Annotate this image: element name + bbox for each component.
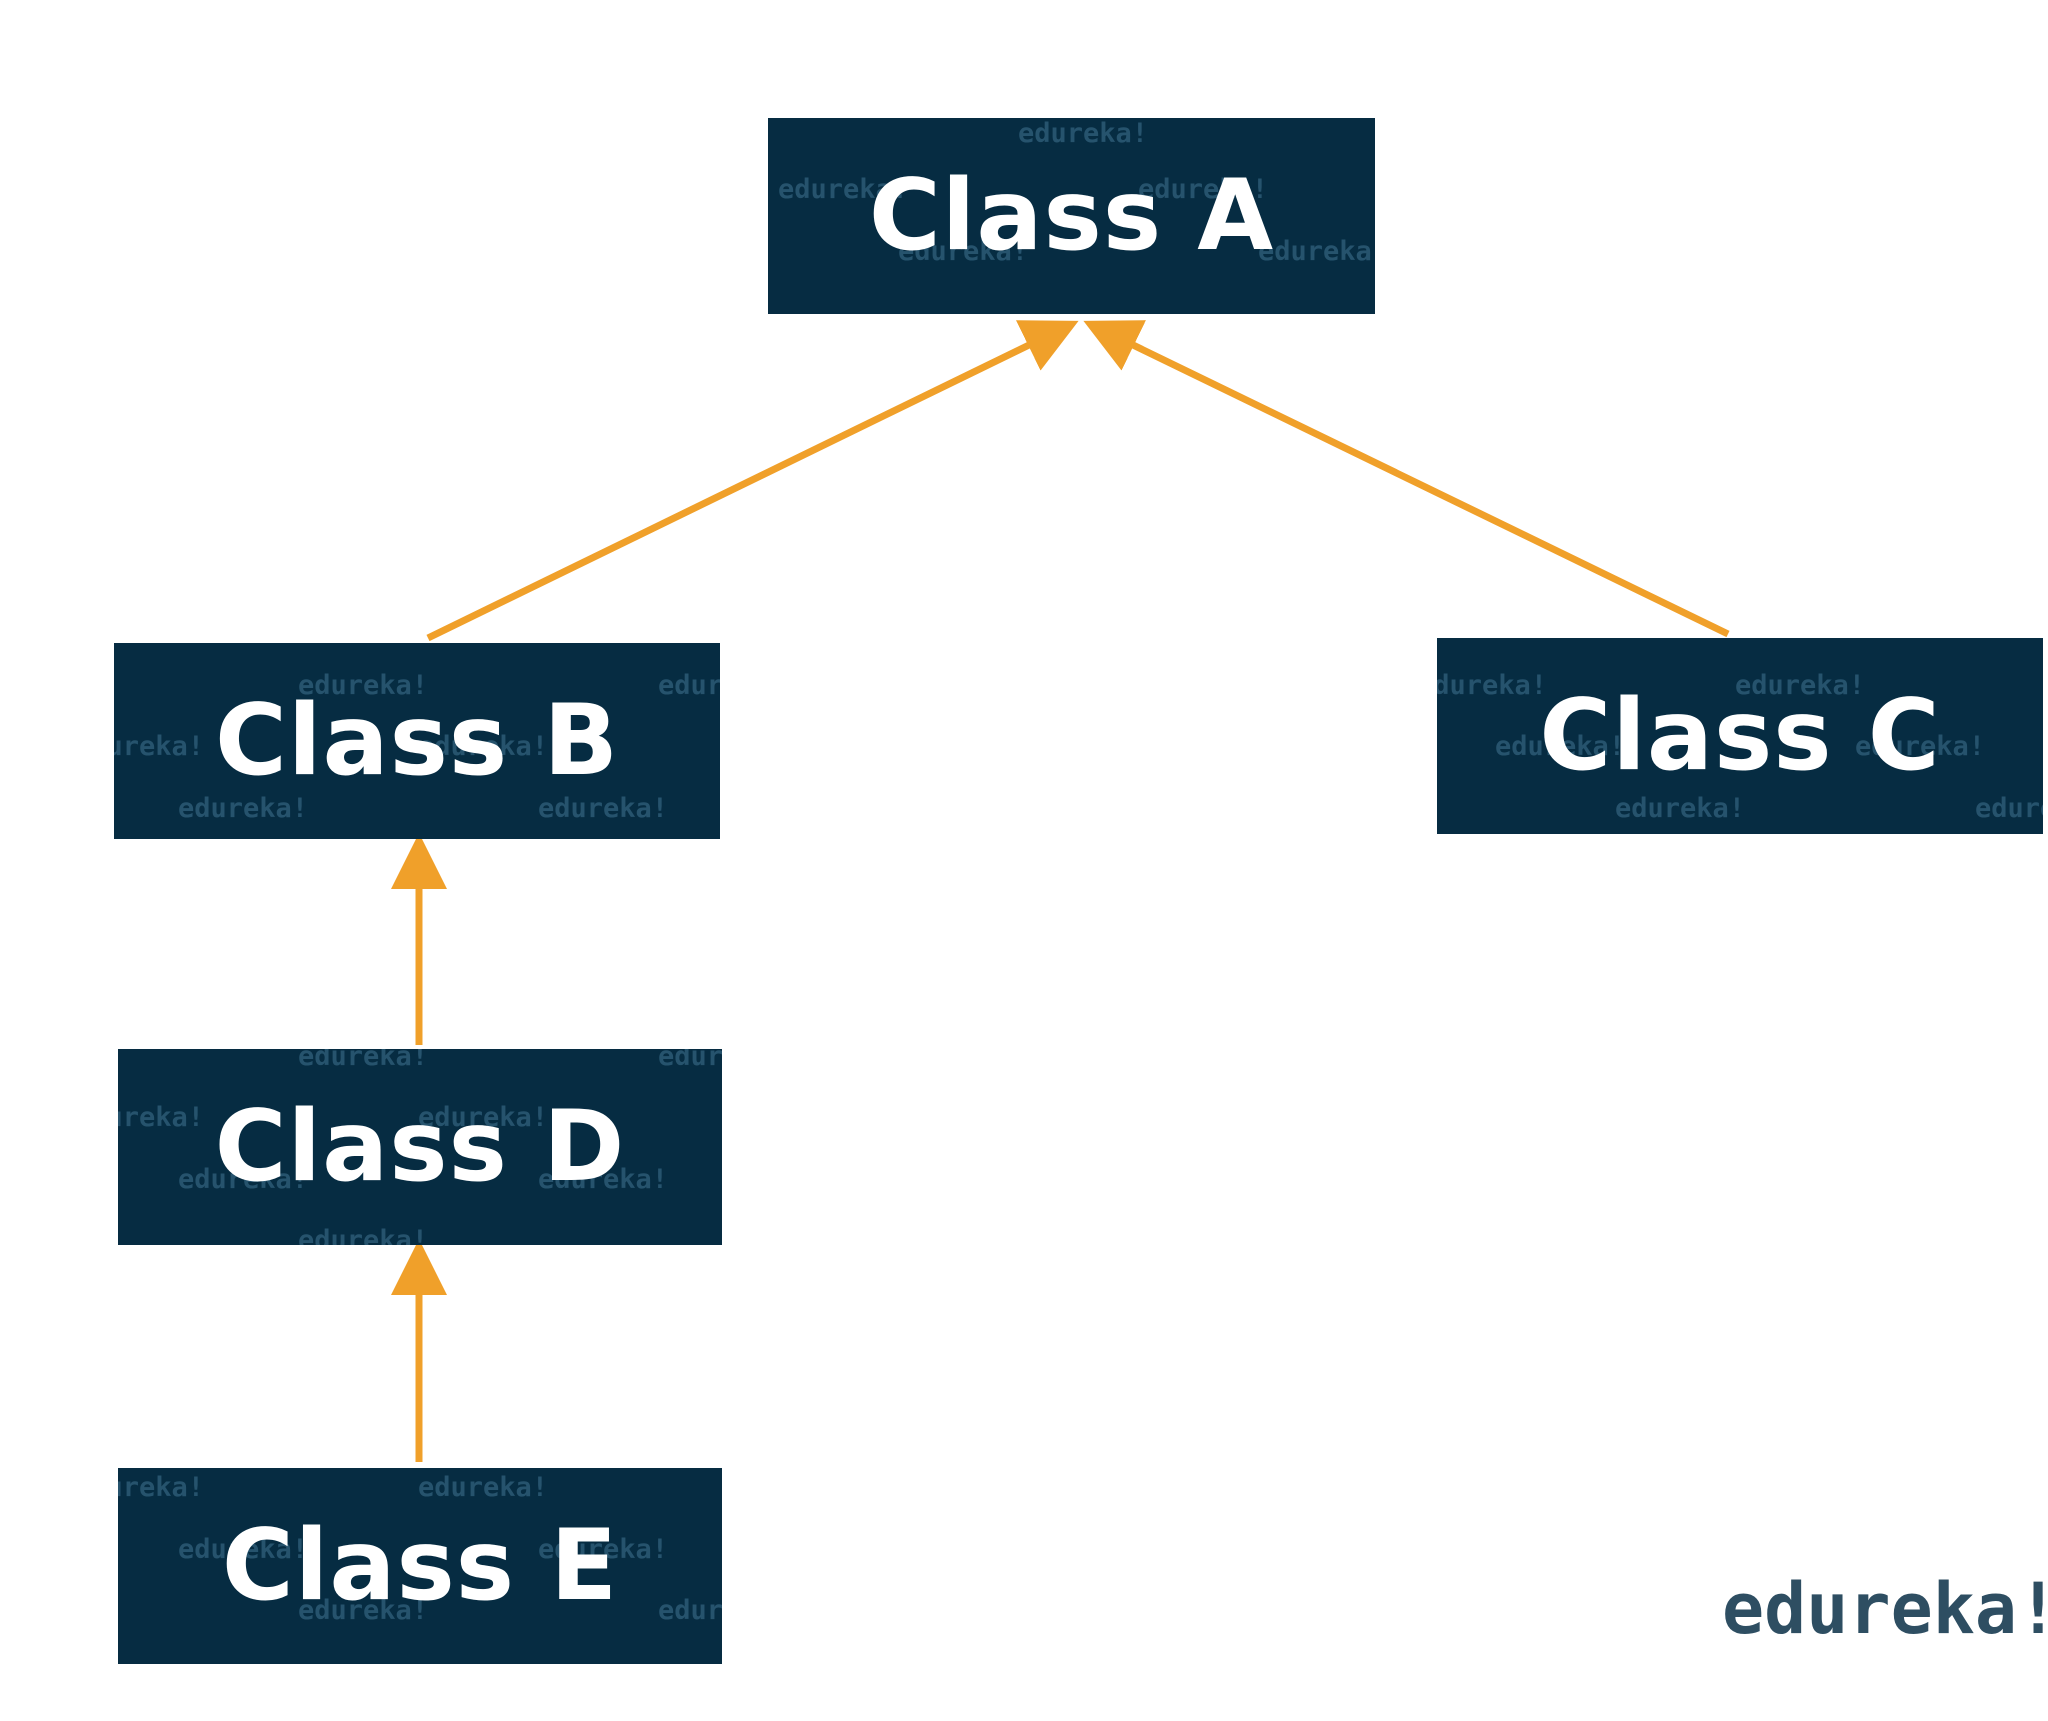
watermark: edureka! — [298, 1049, 429, 1072]
watermark: edureka! — [418, 1472, 549, 1503]
watermark: edureka! — [298, 1225, 429, 1245]
class-c-label: Class C — [1539, 679, 1941, 793]
class-b-label: Class B — [214, 684, 620, 798]
edge-b-to-a — [426, 320, 1079, 642]
edge-c-to-a — [1083, 320, 1730, 638]
watermark: edureka! — [118, 1102, 205, 1133]
watermark: edureka! — [658, 1049, 722, 1072]
watermark: edureka! — [1437, 670, 1548, 701]
class-d-box: edureka! edureka! edureka! edureka! edur… — [118, 1049, 722, 1245]
watermark: edureka! — [1975, 793, 2043, 824]
watermark: edureka! — [658, 1595, 722, 1626]
class-b-box: edureka! edureka! edureka! edureka! edur… — [114, 643, 720, 839]
watermark: edureka! — [118, 1472, 205, 1503]
edureka-logo: edureka! — [1722, 1568, 2048, 1650]
class-a-label: Class A — [868, 159, 1275, 273]
watermark: edureka! — [1258, 236, 1375, 267]
watermark: edureka! — [114, 731, 205, 762]
class-a-box: edureka! edureka! edureka! edureka! edur… — [768, 118, 1375, 314]
watermark: edureka! — [1615, 793, 1746, 824]
watermark: edureka! — [658, 670, 720, 701]
class-e-box: edureka! edureka! edureka! edureka! edur… — [118, 1468, 722, 1664]
watermark: edureka! — [1018, 118, 1149, 149]
class-d-label: Class D — [214, 1090, 626, 1204]
class-c-box: edureka! edureka! edureka! edureka! edur… — [1437, 638, 2043, 834]
class-e-label: Class E — [221, 1509, 619, 1623]
